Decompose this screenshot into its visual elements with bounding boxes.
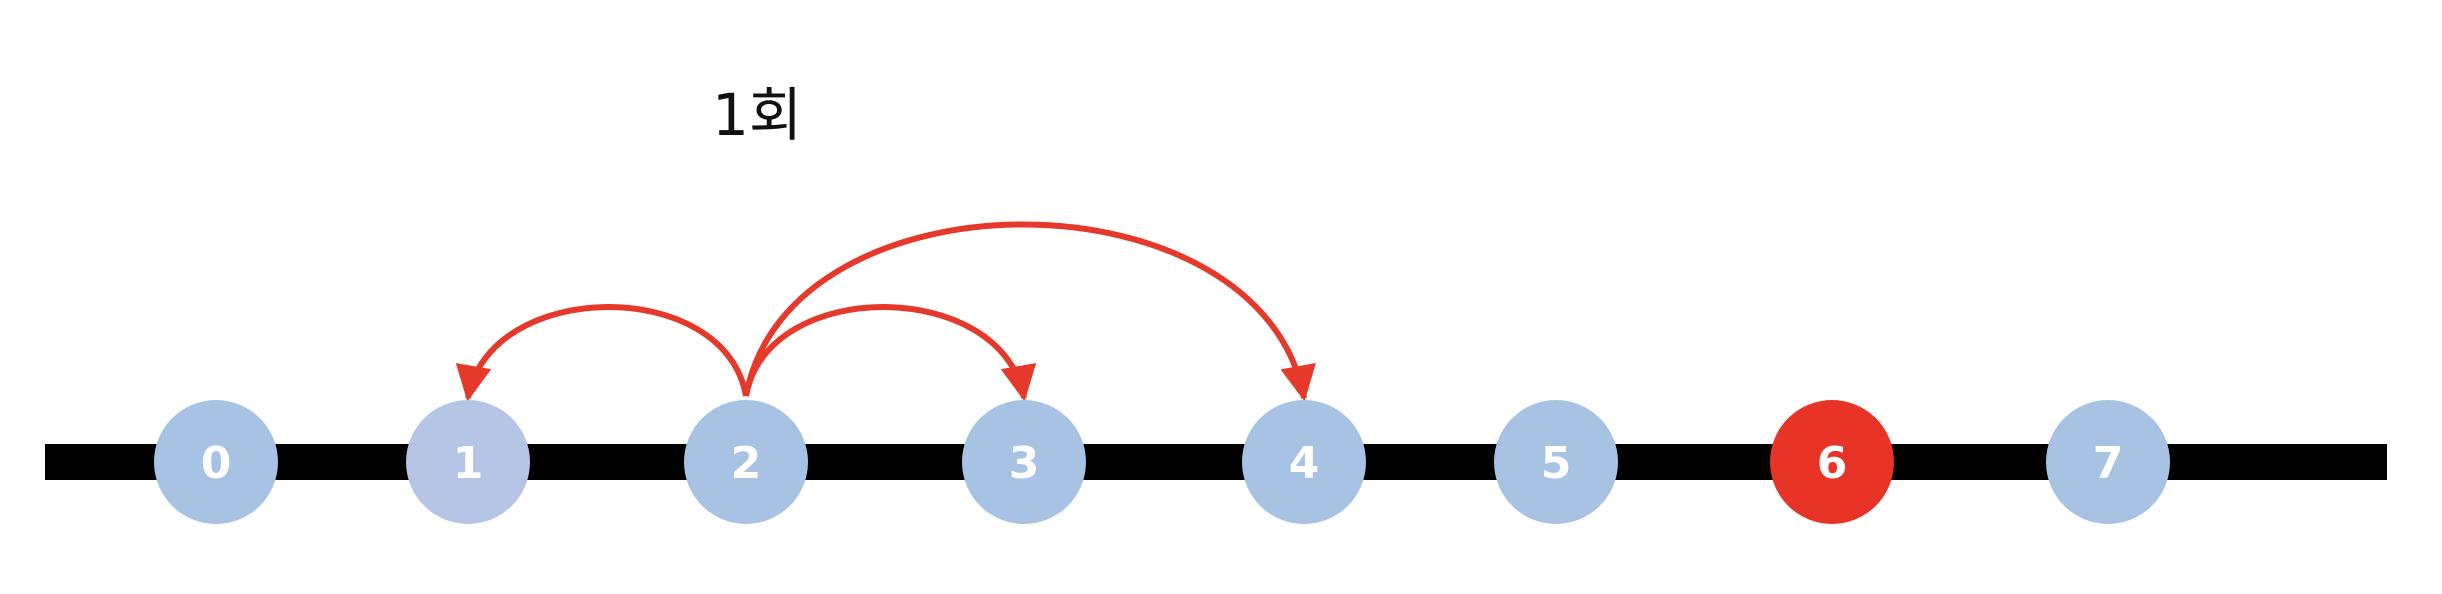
number-node-label: 4 <box>1289 438 1320 489</box>
move-arrows <box>455 221 1316 402</box>
number-node-5: 5 <box>1494 400 1618 524</box>
number-node-label: 3 <box>1009 438 1040 489</box>
number-node-circle <box>962 400 1086 524</box>
number-node-2: 2 <box>684 400 808 524</box>
step-caption: 1회 <box>712 81 803 149</box>
number-node-circle <box>1494 400 1618 524</box>
number-node-circle <box>1242 400 1366 524</box>
number-node-circle <box>2046 400 2170 524</box>
number-node-3: 3 <box>962 400 1086 524</box>
number-nodes: 0 1 2 3 4 5 6 7 <box>154 400 2170 524</box>
number-node-label: 5 <box>1541 438 1572 489</box>
number-node-label: 7 <box>2093 438 2124 489</box>
number-node-6: 6 <box>1770 400 1894 524</box>
move-arrow-2-to-1 <box>455 304 749 402</box>
number-node-circle <box>154 400 278 524</box>
move-arrow-2-to-4 <box>743 221 1316 402</box>
number-node-4: 4 <box>1242 400 1366 524</box>
number-node-circle <box>406 400 530 524</box>
number-node-0: 0 <box>154 400 278 524</box>
number-node-label: 0 <box>201 438 232 489</box>
number-node-1: 1 <box>406 400 530 524</box>
number-line-bar <box>45 444 2387 480</box>
number-node-label: 1 <box>453 438 484 489</box>
number-node-circle <box>1770 400 1894 524</box>
move-arrow-2-to-3 <box>743 304 1037 402</box>
number-node-circle <box>684 400 808 524</box>
number-node-label: 2 <box>731 438 762 489</box>
number-node-label: 6 <box>1817 438 1848 489</box>
number-node-7: 7 <box>2046 400 2170 524</box>
